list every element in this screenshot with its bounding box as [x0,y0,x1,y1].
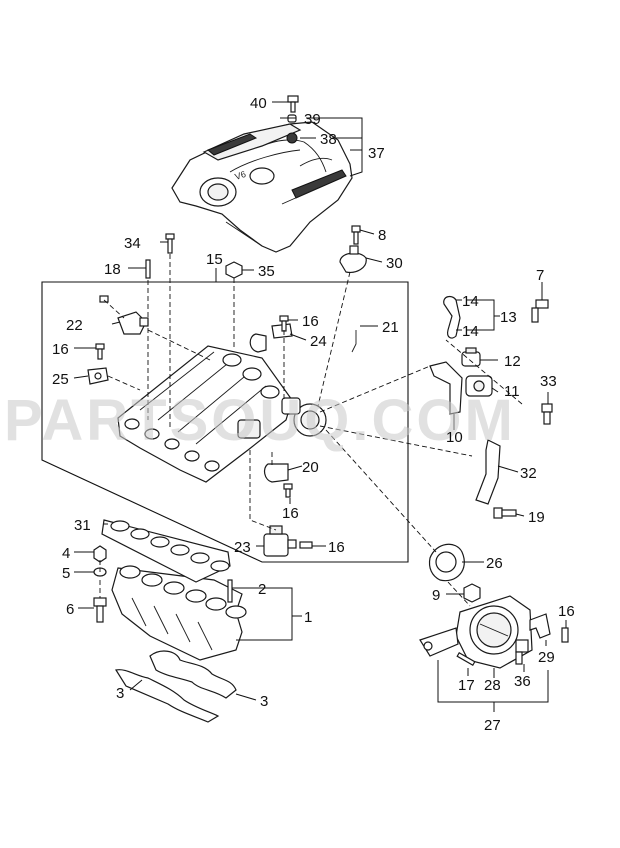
upper-intake-manifold[interactable] [117,345,293,483]
callout-30: 30 [386,255,403,272]
callout-8: 8 [378,227,386,244]
callout-15: 15 [206,251,223,268]
bolt-19[interactable] [493,507,517,519]
bolt-16-c[interactable] [283,483,293,498]
callout-33: 33 [540,373,557,390]
callout-36: 36 [514,673,531,690]
callout-19: 19 [528,509,545,526]
callout-25: 25 [52,371,69,388]
callout-34: 34 [124,235,141,252]
callout-29: 29 [538,649,555,666]
nut-4[interactable] [93,545,107,563]
callout-12: 12 [504,353,521,370]
callout-6: 6 [66,601,74,618]
callout-3: 3 [260,693,268,710]
callout-16: 16 [558,603,575,620]
assembly-frame [41,281,409,563]
callout-28: 28 [484,677,501,694]
watermark: PARTSOUQ.COM [4,388,516,453]
callout-1: 1 [304,609,312,626]
bracket-25[interactable] [87,367,109,385]
lower-gasket-3a[interactable] [149,650,237,699]
callout-26: 26 [486,555,503,572]
callout-3: 3 [116,685,124,702]
sensor-30[interactable] [339,245,367,273]
cover-grommet-38[interactable] [286,132,298,144]
screw-8[interactable] [351,225,361,245]
callout-labels: 40 39 38 37 8 30 34 18 15 35 7 22 16 24 … [52,95,575,734]
callout-2: 2 [258,581,266,598]
callout-21: 21 [382,319,399,336]
bolt-16-b[interactable] [95,343,105,360]
callout-9: 9 [432,587,440,604]
bolt-33[interactable] [541,403,553,425]
stud-2[interactable] [227,579,233,603]
upper-gasket-31[interactable] [101,519,231,583]
callout-4: 4 [62,545,70,562]
callout-23: 23 [234,539,251,556]
bolt-6[interactable] [93,597,107,623]
bracket-32[interactable] [475,439,501,505]
callout-11: 11 [504,383,520,400]
callout-20: 20 [302,459,319,476]
callout-40: 40 [250,95,267,112]
stud-17[interactable] [456,651,476,667]
callout-13: 13 [500,309,517,326]
callout-16: 16 [302,313,319,330]
callout-37: 37 [368,145,385,162]
hose-14[interactable] [443,295,461,339]
callout-16: 16 [52,341,69,358]
bracket-29[interactable] [529,613,551,639]
callout-17: 17 [458,677,475,694]
callout-10: 10 [446,429,463,446]
callout-14: 14 [462,293,479,310]
nut-35[interactable] [225,261,243,279]
bolt-16-e[interactable] [561,627,569,643]
bolt-7[interactable] [531,299,549,323]
callout-18: 18 [104,261,121,278]
callout-7: 7 [536,267,544,284]
callout-22: 22 [66,317,83,334]
callout-38: 38 [320,131,337,148]
engine-cover[interactable]: V6 [171,121,353,253]
valve-23[interactable] [263,525,297,557]
callout-32: 32 [520,465,537,482]
solenoid-12[interactable] [461,347,481,367]
callout-16: 16 [282,505,299,522]
stud-18[interactable] [145,259,151,279]
lower-intake-manifold[interactable] [111,565,247,661]
bolt-22-pin[interactable] [99,295,109,303]
assembly-dashed-lines [99,254,523,607]
callout-27: 27 [484,717,501,734]
callout-24: 24 [310,333,327,350]
manifold-inlet-flange[interactable] [281,397,327,437]
lower-gasket-3b[interactable] [115,669,220,723]
callout-35: 35 [258,263,275,280]
callout-5: 5 [62,565,70,582]
bolt-16-d[interactable] [299,541,313,549]
callout-31: 31 [74,517,91,534]
gasket-26[interactable] [428,543,465,582]
callout-39: 39 [304,111,321,128]
svg-text:V6: V6 [234,169,248,182]
cover-bolt-40[interactable] [287,95,299,113]
bolt-34[interactable] [165,233,175,254]
valve-11[interactable] [465,375,493,397]
screw-36[interactable] [515,651,523,665]
pipe-21 [351,330,357,353]
bracket-10[interactable] [429,361,463,415]
throttle-body[interactable] [419,595,533,669]
callout-14: 14 [462,323,479,340]
callout-16: 16 [328,539,345,556]
clip-20[interactable] [263,463,289,483]
nut-9[interactable] [463,583,481,603]
leader-lines [73,101,567,712]
sensor-22[interactable] [117,311,149,335]
